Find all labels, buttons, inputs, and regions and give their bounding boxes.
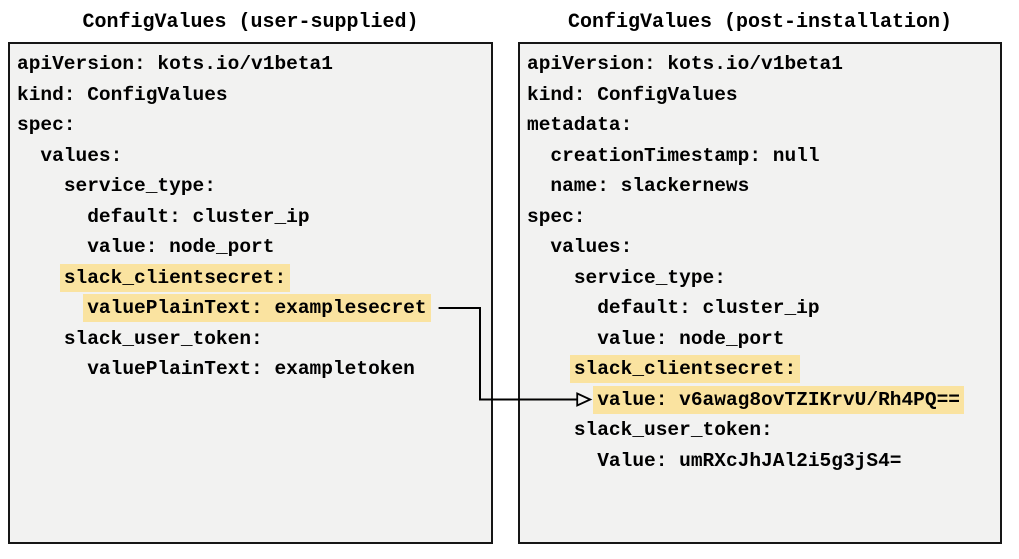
highlight: slack_clientsecret: (569, 355, 801, 383)
right-panel-title: ConfigValues (post-installation) (567, 11, 953, 34)
yaml-line: apiVersion: kots.io/v1beta1 (527, 53, 843, 75)
yaml-line: creationTimestamp: null (550, 144, 820, 167)
yaml-line: apiVersion: kots.io/v1beta1 (17, 53, 333, 75)
yaml-line: spec: (17, 114, 76, 136)
yaml-line: metadata: (527, 114, 633, 136)
user-supplied-config-box: apiVersion: kots.io/v1beta1 kind: Config… (8, 42, 493, 544)
yaml-line: values: (550, 236, 633, 258)
highlight: value: v6awag8ovTZIKrvU/Rh4PQ== (593, 385, 964, 414)
yaml-line: kind: ConfigValues (17, 83, 228, 106)
yaml-line: service_type: (573, 266, 726, 289)
highlight: valuePlainText: examplesecret (83, 294, 431, 322)
left-panel-title: ConfigValues (user-supplied) (82, 11, 419, 34)
highlighted-key-line: slack_clientsecret: (527, 354, 996, 385)
yaml-line: default: cluster_ip (87, 205, 310, 228)
yaml-line: value: node_port (87, 236, 275, 258)
yaml-line: slack_user_token: (63, 327, 263, 350)
yaml-line: default: cluster_ip (597, 297, 820, 319)
yaml-line: slack_user_token: (573, 419, 773, 441)
post-installation-config-box: apiVersion: kots.io/v1beta1 kind: Config… (518, 42, 1002, 544)
yaml-line: values: (40, 144, 123, 167)
yaml-line: service_type: (63, 175, 216, 197)
yaml-line: value: node_port (597, 327, 785, 350)
yaml-line: valuePlainText: exampletoken (87, 358, 415, 380)
yaml-line: name: slackernews (550, 175, 750, 197)
arrow-target-line: value: v6awag8ovTZIKrvU/Rh4PQ== (527, 385, 996, 416)
yaml-line: Value: umRXcJhJAl2i5g3jS4= (597, 449, 902, 472)
yaml-line: spec: (527, 205, 586, 228)
highlighted-key-line: slack_clientsecret: (17, 263, 487, 294)
highlight: slack_clientsecret: (59, 263, 291, 292)
yaml-line: kind: ConfigValues (527, 83, 738, 106)
arrow-source-line: valuePlainText: examplesecret (17, 293, 487, 324)
